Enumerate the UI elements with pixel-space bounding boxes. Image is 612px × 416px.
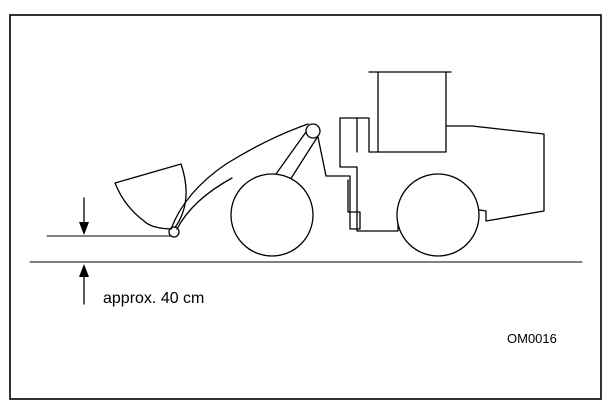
boom-pivot-pin [305,123,321,139]
cab-body [339,117,545,232]
dimension-arrow-up [79,264,89,305]
figure-frame [9,14,602,400]
rear-wheel [396,173,480,257]
bucket-hinge-pin [168,226,180,238]
bucket [114,163,187,230]
cab-roof [368,71,452,153]
dimension-arrow-down [79,197,89,235]
lift-link [270,131,319,182]
front-chassis [317,136,361,230]
front-wheel [230,173,314,257]
boom-arm [170,123,309,230]
boom-lower-edge [176,177,233,230]
wheel-loader [114,71,545,257]
figure-code: OM0016 [507,331,557,346]
dimension-label: approx. 40 cm [103,290,204,307]
